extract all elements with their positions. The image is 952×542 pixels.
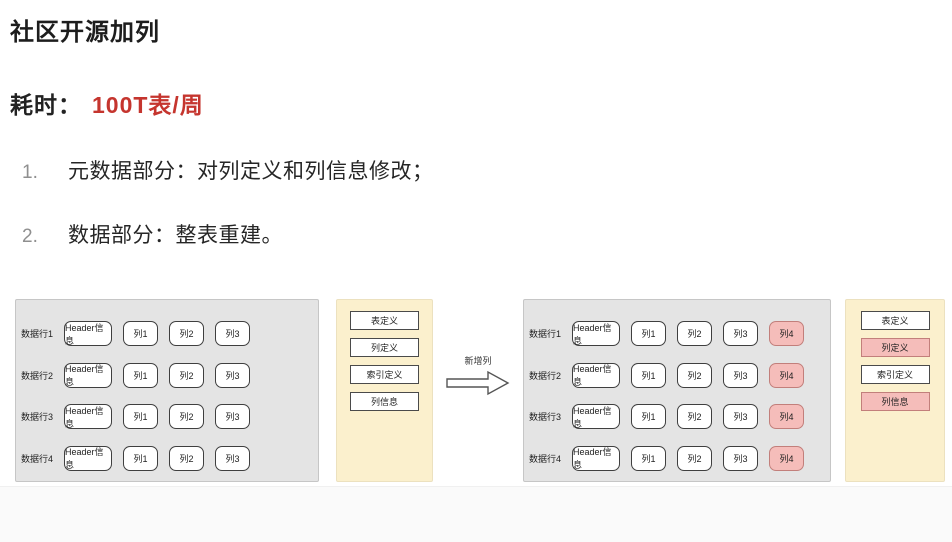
added-column-cell: 列4 bbox=[769, 445, 804, 471]
added-column-cell: 列4 bbox=[769, 362, 804, 388]
data-row-4: 数据行4 Header信息列1 列2 列3 列4 bbox=[524, 445, 830, 471]
column-cell: 列1 bbox=[123, 321, 158, 346]
column-cell: 列3 bbox=[215, 445, 250, 471]
column-cell: 列2 bbox=[677, 321, 712, 346]
metadata-box: 列定义 bbox=[350, 338, 419, 357]
column-cell: 列3 bbox=[215, 362, 250, 388]
header-info-cell: Header信息 bbox=[64, 445, 112, 471]
metadata-box: 列信息 bbox=[350, 392, 419, 411]
time-cost-label: 耗时： bbox=[10, 92, 82, 118]
data-row-label: 数据行3 bbox=[21, 412, 54, 423]
time-cost-line: 耗时： 100T表/周 bbox=[10, 86, 204, 120]
column-cell: 列3 bbox=[723, 404, 758, 430]
data-row-1: 数据行1 Header信息列1 列2 列3 列4 bbox=[524, 321, 830, 346]
column-cell: 列2 bbox=[169, 445, 204, 471]
column-cell: 列1 bbox=[123, 362, 158, 388]
data-row-3: 数据行3 Header信息列1 列2 列3 bbox=[16, 404, 318, 430]
added-column-cell: 列4 bbox=[769, 404, 804, 430]
list-item-1: 1. 元数据部分：对列定义和列信息修改； bbox=[22, 155, 434, 185]
add-column-arrow-group: 新增列 bbox=[438, 354, 518, 396]
changed-metadata-box: 列定义 bbox=[860, 338, 930, 357]
column-cell: 列2 bbox=[169, 362, 204, 388]
metadata-box: 表定义 bbox=[860, 311, 930, 330]
column-cell: 列2 bbox=[677, 445, 712, 471]
data-row-3: 数据行3 Header信息列1 列2 列3 列4 bbox=[524, 404, 830, 430]
column-cell: 列1 bbox=[631, 362, 666, 388]
data-row-label: 数据行4 bbox=[529, 453, 562, 464]
column-cell: 列3 bbox=[723, 445, 758, 471]
header-info-cell: Header信息 bbox=[572, 362, 620, 388]
changed-metadata-box: 列信息 bbox=[860, 392, 930, 411]
header-info-cell: Header信息 bbox=[64, 321, 112, 346]
metadata-before-panel: 表定义列定义索引定义列信息 bbox=[336, 299, 433, 482]
header-info-cell: Header信息 bbox=[572, 404, 620, 430]
list-item-1-number: 1. bbox=[22, 162, 38, 183]
column-cell: 列1 bbox=[631, 321, 666, 346]
column-cell: 列3 bbox=[723, 362, 758, 388]
data-row-4: 数据行4 Header信息列1 列2 列3 bbox=[16, 445, 318, 471]
added-column-cell: 列4 bbox=[769, 321, 804, 346]
list-item-2-text: 数据部分：整表重建。 bbox=[68, 224, 283, 247]
metadata-after-panel: 表定义列定义索引定义列信息 bbox=[845, 299, 945, 482]
metadata-box: 索引定义 bbox=[350, 365, 419, 384]
add-column-arrow-label: 新增列 bbox=[464, 356, 492, 366]
data-row-2: 数据行2 Header信息列1 列2 列3 列4 bbox=[524, 362, 830, 388]
data-row-label: 数据行1 bbox=[529, 329, 562, 339]
metadata-box: 索引定义 bbox=[860, 365, 930, 384]
list-item-1-text: 元数据部分：对列定义和列信息修改； bbox=[68, 160, 434, 183]
page-title: 社区开源加列 bbox=[10, 19, 160, 46]
list-item-2-number: 2. bbox=[22, 226, 38, 247]
data-row-label: 数据行3 bbox=[529, 412, 562, 423]
column-cell: 列1 bbox=[631, 404, 666, 430]
column-cell: 列1 bbox=[123, 445, 158, 471]
bottom-margin-strip bbox=[0, 486, 952, 542]
metadata-box: 表定义 bbox=[350, 311, 419, 330]
data-row-label: 数据行1 bbox=[21, 329, 54, 339]
list-item-2: 2. 数据部分：整表重建。 bbox=[22, 219, 283, 249]
column-cell: 列2 bbox=[169, 321, 204, 346]
data-row-2: 数据行2 Header信息列1 列2 列3 bbox=[16, 362, 318, 388]
header-info-cell: Header信息 bbox=[572, 321, 620, 346]
column-cell: 列2 bbox=[169, 404, 204, 430]
column-cell: 列1 bbox=[631, 445, 666, 471]
header-info-cell: Header信息 bbox=[572, 445, 620, 471]
data-row-1: 数据行1 Header信息列1 列2 列3 bbox=[16, 321, 318, 346]
data-row-label: 数据行2 bbox=[21, 370, 54, 381]
header-info-cell: Header信息 bbox=[64, 404, 112, 430]
time-cost-value: 100T表/周 bbox=[92, 92, 204, 118]
data-row-label: 数据行4 bbox=[21, 453, 54, 464]
right-arrow-icon bbox=[446, 370, 510, 396]
column-cell: 列2 bbox=[677, 404, 712, 430]
column-cell: 列3 bbox=[215, 321, 250, 346]
column-cell: 列1 bbox=[123, 404, 158, 430]
data-row-label: 数据行2 bbox=[529, 370, 562, 381]
column-cell: 列2 bbox=[677, 362, 712, 388]
column-cell: 列3 bbox=[215, 404, 250, 430]
header-info-cell: Header信息 bbox=[64, 362, 112, 388]
column-cell: 列3 bbox=[723, 321, 758, 346]
